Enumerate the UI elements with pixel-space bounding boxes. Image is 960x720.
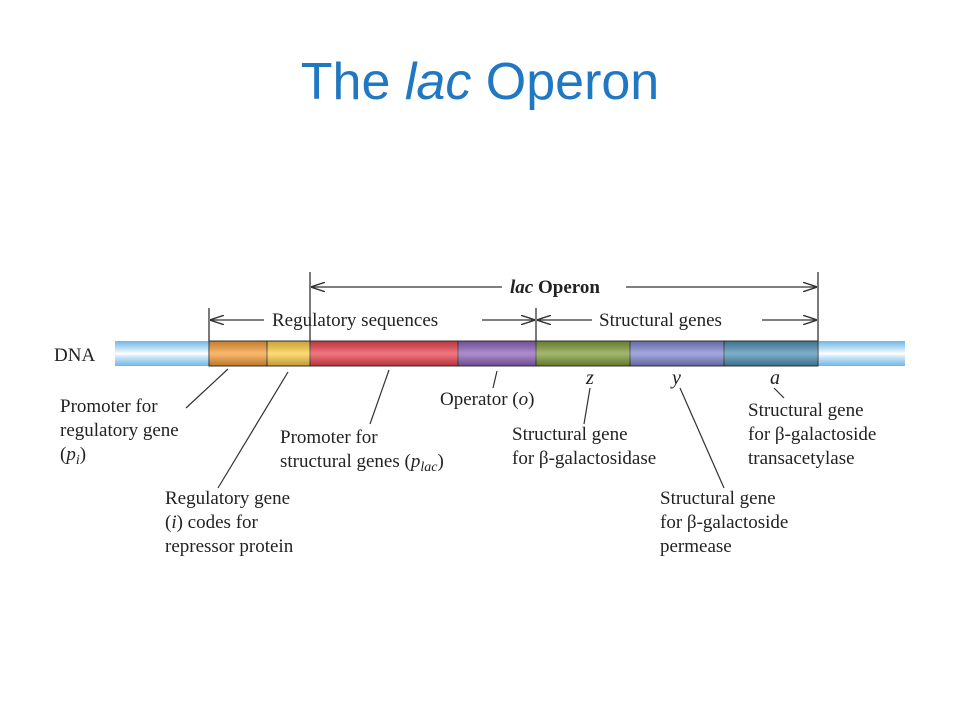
callout-regulatory-gene: Regulatory gene (i) codes for repressor … — [165, 488, 294, 557]
gene-letter-a: a — [770, 367, 780, 389]
operon-bracket: lac Operon — [312, 277, 816, 298]
title-suffix: Operon — [471, 53, 660, 111]
gene-letter-y: y — [670, 367, 681, 389]
svg-text:transacetylase: transacetylase — [748, 448, 855, 469]
svg-text:(i) codes for: (i) codes for — [165, 512, 259, 533]
callout-promoter-structural: Promoter for structural genes (plac) — [280, 427, 444, 475]
dna-label: DNA — [54, 345, 95, 366]
svg-text:permease: permease — [660, 536, 732, 557]
bracket-ticks — [208, 272, 819, 341]
svg-text:repressor protein: repressor protein — [165, 536, 294, 557]
callout-gene-a: Structural gene for β-galactoside transa… — [748, 400, 876, 469]
svg-text:Promoter for: Promoter for — [280, 427, 378, 448]
svg-text:Regulatory gene: Regulatory gene — [165, 488, 290, 509]
svg-text:(pi): (pi) — [60, 444, 86, 468]
sequence-brackets: Regulatory sequences Structural genes — [211, 310, 816, 331]
dna-segments — [208, 340, 819, 367]
svg-text:Structural gene: Structural gene — [748, 400, 864, 421]
callout-gene-z: Structural gene for β-galactosidase — [512, 424, 656, 469]
callout-gene-y: Structural gene for β-galactoside permea… — [660, 488, 788, 557]
page-title: The lac Operon — [0, 56, 960, 108]
svg-text:Structural gene: Structural gene — [512, 424, 628, 445]
operon-label: lac Operon — [510, 277, 600, 298]
svg-text:structural genes (plac): structural genes (plac) — [280, 451, 444, 475]
callout-promoter-regulatory: Promoter for regulatory gene (pi) — [60, 396, 179, 468]
svg-text:Promoter for: Promoter for — [60, 396, 158, 417]
callout-operator: Operator (o) — [440, 389, 534, 410]
svg-text:for β-galactosidase: for β-galactosidase — [512, 448, 656, 469]
leader-lines — [185, 368, 785, 489]
svg-text:for β-galactoside: for β-galactoside — [660, 512, 788, 533]
title-italic-lac: lac — [404, 53, 472, 111]
regulatory-sequences-label: Regulatory sequences — [272, 310, 438, 331]
svg-text:Operator (o): Operator (o) — [440, 389, 534, 410]
title-prefix: The — [300, 53, 405, 111]
gene-letter-z: z — [585, 367, 594, 389]
segment-shading — [209, 341, 818, 366]
svg-text:for β-galactoside: for β-galactoside — [748, 424, 876, 445]
svg-text:regulatory gene: regulatory gene — [60, 420, 179, 441]
svg-text:Structural gene: Structural gene — [660, 488, 776, 509]
structural-genes-label: Structural genes — [599, 310, 722, 331]
